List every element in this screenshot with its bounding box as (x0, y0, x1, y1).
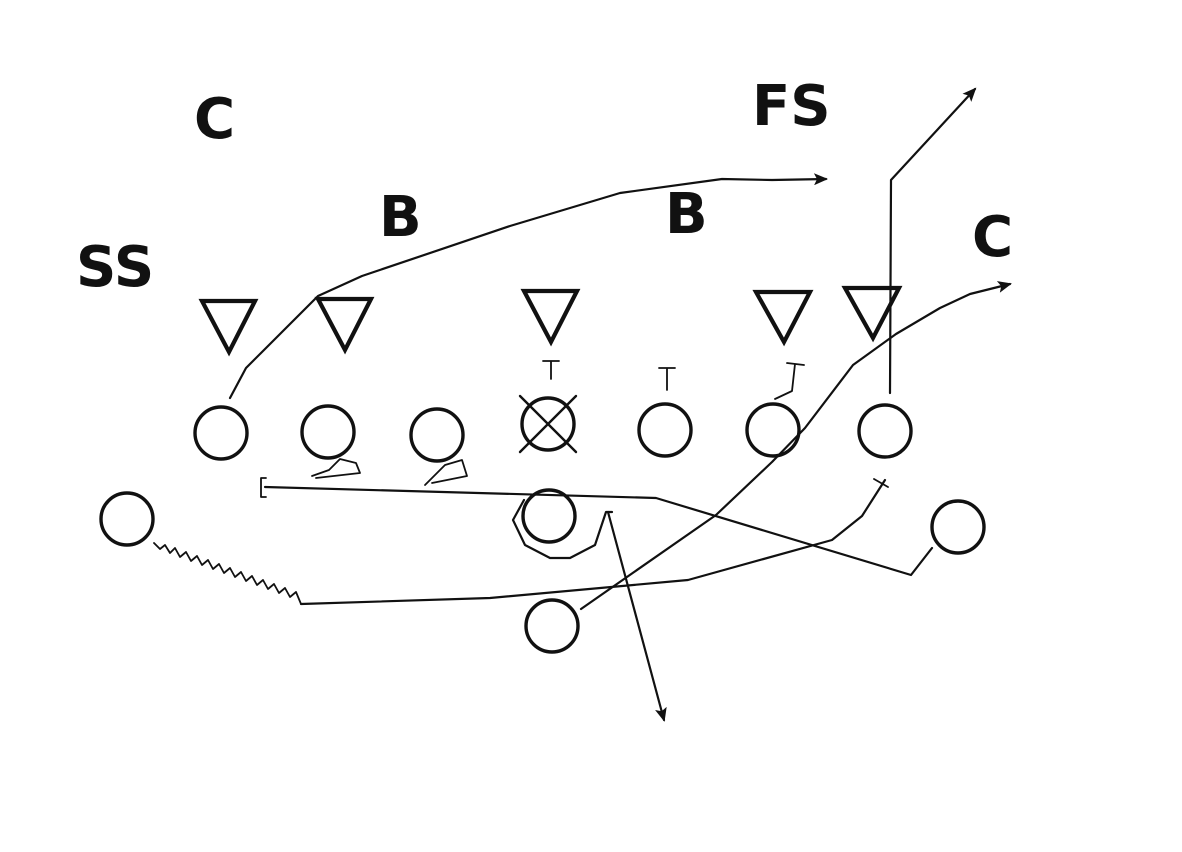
route-line (511, 498, 614, 560)
label-fs: FS (752, 74, 831, 139)
label-b-right: B (665, 182, 708, 247)
route-line (606, 510, 667, 722)
blocking-marks (260, 360, 889, 498)
motion-line (153, 542, 302, 605)
player-circle (300, 404, 356, 460)
player-circle (521, 488, 577, 544)
label-c-left: C (194, 87, 236, 152)
player-circle (857, 403, 913, 459)
route-line (888, 87, 977, 395)
offensive-line (193, 394, 913, 463)
route-line (579, 281, 1012, 611)
player-circle (930, 499, 986, 555)
defender-triangle (314, 296, 375, 355)
label-ss: SS (76, 235, 155, 300)
defender-triangle (841, 285, 903, 343)
player-circle (409, 407, 465, 463)
defender-triangle (198, 298, 259, 357)
player-circle (745, 402, 801, 458)
route-line (263, 485, 934, 577)
defender-triangle (752, 289, 814, 347)
player-circle (99, 491, 155, 547)
defender-triangle (520, 288, 581, 347)
center-icon (518, 394, 578, 454)
player-circle (524, 598, 580, 654)
player-circle (637, 402, 693, 458)
route-line (299, 478, 887, 606)
label-c-right: C (972, 205, 1014, 270)
routes (153, 87, 1012, 722)
route-line (228, 173, 828, 400)
player-circle (193, 405, 249, 461)
defenders (198, 285, 903, 357)
skill-players (99, 488, 986, 654)
label-b-left: B (379, 185, 422, 250)
